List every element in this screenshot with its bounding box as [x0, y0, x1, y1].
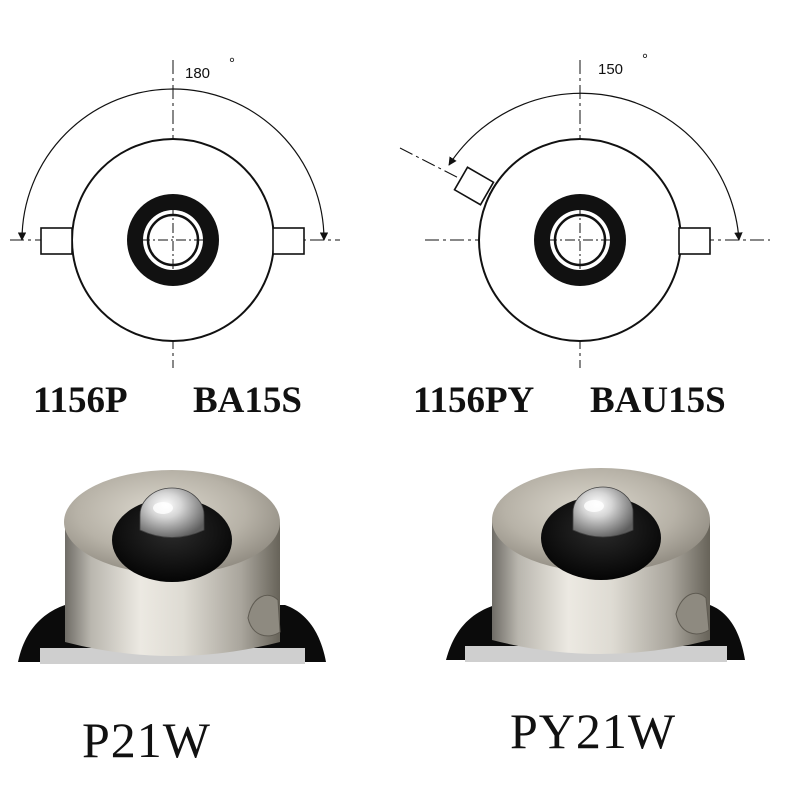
left-angle-arc [17, 88, 329, 241]
right-bulb-photo [446, 468, 745, 662]
left-angle-value: 180 [185, 65, 210, 82]
left-pin-right [272, 227, 305, 255]
right-bulb-contact-knob [572, 486, 634, 538]
right-bulb-glass-strip [465, 646, 727, 662]
right-pin-right [678, 227, 711, 255]
right-angle-value: 150 [598, 61, 623, 78]
right-bulb-knob-highlight [584, 500, 604, 512]
right-bulb-type: PY21W [510, 703, 676, 759]
left-bulb-pin [247, 595, 281, 637]
right-code-primary: 1156PY [413, 380, 535, 421]
left-bulb-type: P21W [82, 712, 211, 768]
left-bulb-knob-highlight [153, 502, 173, 514]
right-degree-mark: ° [642, 51, 648, 68]
left-degree-mark: ° [229, 55, 235, 72]
left-bulb-contact-knob [139, 487, 205, 538]
right-bulb-pin [675, 592, 710, 635]
left-diagram: 180 ° 1156P BA15S [10, 55, 340, 421]
left-code-secondary: BA15S [193, 380, 302, 421]
right-diagram: 150 ° 1156PY BAU15S [399, 51, 770, 421]
left-pin-left [40, 227, 73, 255]
right-pin-offset [453, 166, 495, 206]
left-bulb-photo [18, 470, 326, 664]
left-code-primary: 1156P [33, 380, 128, 421]
left-bulb-glass-strip [40, 648, 305, 664]
right-angle-arc [448, 92, 743, 241]
right-code-secondary: BAU15S [590, 380, 726, 421]
